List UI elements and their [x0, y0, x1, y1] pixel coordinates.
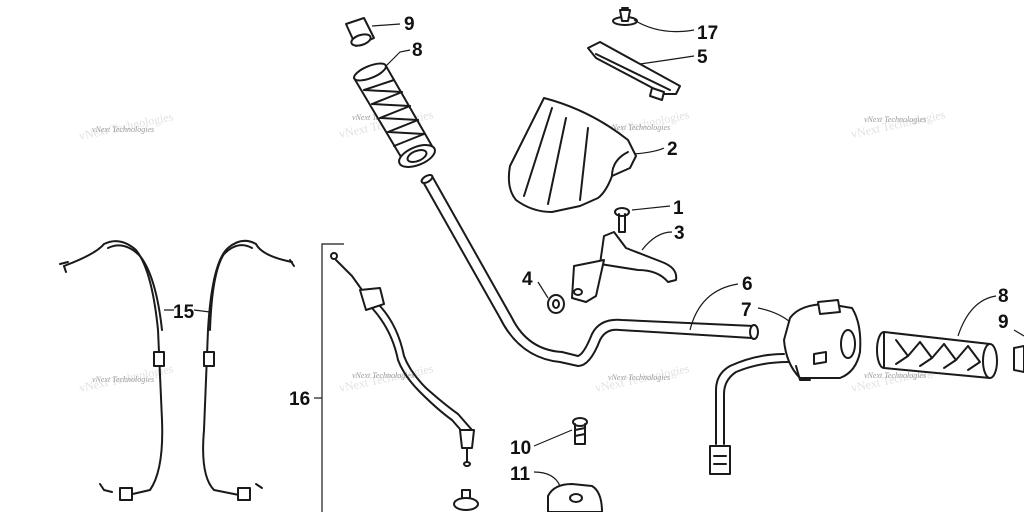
callout-15: 15 — [173, 302, 195, 323]
watermark-text: vNext Technologies — [352, 371, 414, 380]
watermark-text: vNext Technologies — [864, 371, 926, 380]
part-2-cover — [507, 97, 665, 213]
callout-16: 16 — [289, 389, 310, 410]
callout-2: 2 — [667, 139, 678, 160]
part-15-cables — [59, 239, 295, 501]
watermark-ghost: vNext Technologies — [850, 107, 947, 141]
callout-4: 4 — [522, 269, 533, 290]
watermark-text: vNext Technologies — [92, 125, 154, 134]
part-7-switch-housing — [709, 299, 862, 475]
part-8-left-grip — [353, 49, 436, 168]
part-9-left-end-cap — [345, 17, 401, 47]
callout-7: 7 — [741, 300, 752, 321]
part-16-throttle-cable — [314, 243, 479, 512]
part-10-bolt — [533, 417, 588, 447]
callout-8-right: 8 — [998, 286, 1009, 307]
watermark-text: vNext Technologies — [864, 115, 926, 124]
part-1-screw — [614, 205, 671, 233]
callout-10: 10 — [510, 438, 531, 459]
callout-17: 17 — [697, 23, 718, 44]
callout-5: 5 — [697, 47, 708, 68]
callout-1: 1 — [673, 198, 684, 219]
part-6-handlebar — [420, 174, 759, 367]
callout-11: 11 — [510, 464, 531, 485]
callout-3: 3 — [674, 223, 685, 244]
callout-6: 6 — [742, 274, 753, 295]
part-4-washer — [537, 281, 565, 314]
callout-9-right: 9 — [998, 312, 1009, 333]
part-8-right-grip — [876, 295, 998, 379]
part-9-right-end-cap — [1013, 329, 1024, 373]
part-5-trim-strip — [587, 41, 695, 101]
part-11-clamp — [533, 471, 603, 512]
part-17-fastener — [612, 7, 695, 33]
watermark-text: vNext Technologies — [608, 373, 670, 382]
watermark-text: vNext Technologies — [608, 123, 670, 132]
callout-9-left: 9 — [404, 14, 415, 35]
callout-8-left: 8 — [412, 40, 423, 61]
part-3-bracket — [571, 231, 678, 303]
watermark-text: vNext Technologies — [92, 375, 154, 384]
